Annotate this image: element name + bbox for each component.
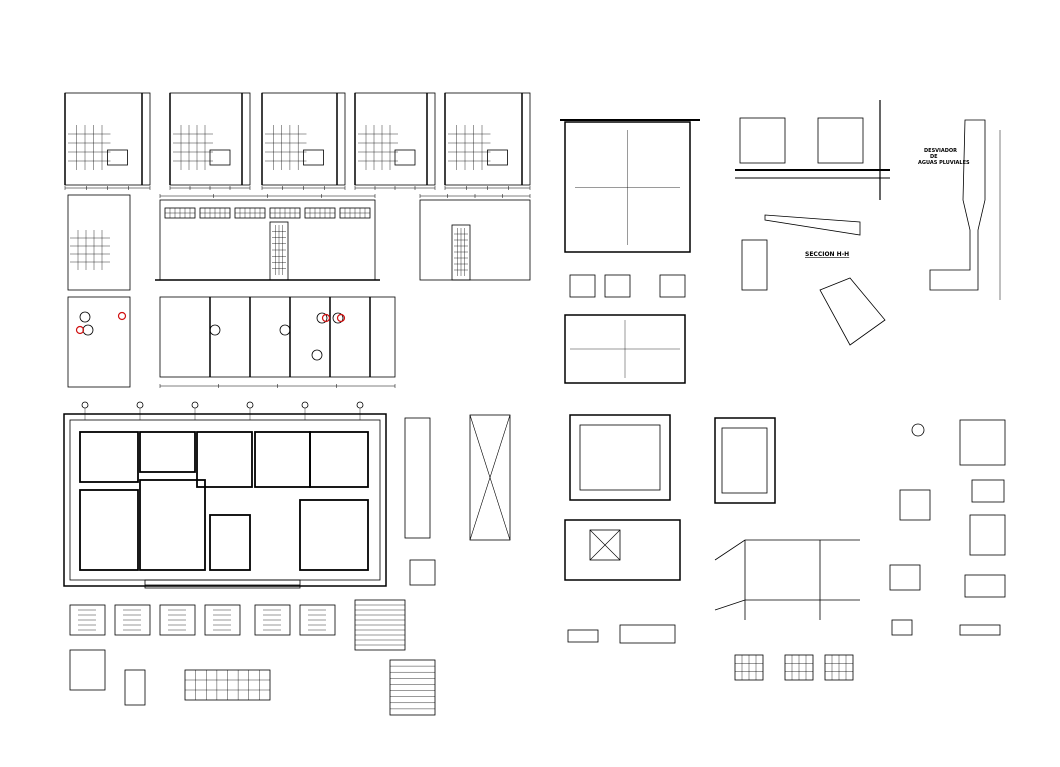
section-hh-label: SECCION H-H (805, 251, 849, 258)
footing-detail (114, 604, 151, 636)
rotoplas-tank (817, 117, 864, 164)
toilet-icon (209, 324, 221, 336)
diverter-label-3: AGUAS PLUVIALES (918, 160, 970, 166)
toilet-icon (332, 312, 344, 324)
fixture (107, 149, 128, 166)
room (139, 431, 196, 473)
bathroom-elevation (261, 92, 346, 186)
bathroom-elevation (444, 92, 531, 186)
column-detail (124, 669, 146, 706)
axis-bubble (246, 401, 254, 409)
tank-detail (659, 274, 686, 298)
hatch (589, 529, 621, 561)
fixture (487, 149, 508, 166)
room (79, 489, 139, 571)
detail (971, 479, 1005, 503)
detail (891, 619, 913, 636)
detail (959, 624, 1001, 636)
room (196, 431, 253, 488)
tank-detail (569, 274, 596, 298)
axis-bubble (356, 401, 364, 409)
notes-table (389, 659, 436, 716)
detail (409, 559, 436, 586)
footing-detail (204, 604, 241, 636)
room (309, 431, 369, 488)
wall-section (469, 414, 511, 541)
red-marker (117, 311, 127, 321)
detail (567, 629, 599, 643)
fixture (394, 149, 416, 166)
box-detail (899, 489, 931, 521)
toilet-icon (82, 324, 94, 336)
axis-bubble (81, 401, 89, 409)
cistern-plan (564, 519, 681, 581)
pipe-detail (714, 539, 860, 620)
diverter-label-2: DE (930, 154, 938, 160)
bathroom-elevation (169, 92, 251, 186)
toilet-icon (316, 312, 328, 324)
room (139, 479, 206, 571)
tank-detail (604, 274, 631, 298)
footing-detail (69, 649, 106, 691)
bathroom-elevation (354, 92, 436, 186)
room (299, 499, 369, 571)
fixture (209, 149, 231, 166)
step (144, 579, 301, 589)
tank-section (564, 121, 691, 253)
door (451, 224, 471, 281)
fixture (303, 149, 324, 166)
detail (619, 624, 676, 644)
axis-bubble (301, 401, 309, 409)
room (254, 431, 311, 488)
red-marker (75, 325, 85, 335)
bathroom-elevation (64, 92, 151, 186)
cad-line (469, 414, 511, 541)
toilet-icon (311, 349, 323, 361)
floor-plan-border (63, 413, 387, 587)
rotoplas-tank (739, 117, 786, 164)
toilet-icon (79, 311, 91, 323)
footing-detail (299, 604, 336, 636)
room (79, 431, 139, 483)
diverter-label-1: DESVIADOR (924, 148, 957, 154)
detail-circle (911, 423, 925, 437)
chamber-inner (721, 427, 768, 494)
room (209, 514, 251, 571)
stair-section (764, 214, 861, 236)
cistern-inner (579, 424, 661, 491)
footing-detail (159, 604, 196, 636)
elevation (67, 194, 131, 291)
footing-detail (69, 604, 106, 636)
chamber-section (714, 417, 776, 504)
footing-detail (254, 604, 291, 636)
red-marker (336, 313, 346, 323)
toilet-icon (279, 324, 291, 336)
ladder (741, 239, 768, 291)
wall-section (404, 417, 431, 539)
box-detail (959, 419, 1006, 466)
tank-plan (564, 314, 686, 384)
axis-bubble (136, 401, 144, 409)
detail (964, 574, 1006, 598)
bathroom-plan-long (159, 296, 396, 378)
axis-bubble (191, 401, 199, 409)
red-marker (321, 313, 331, 323)
hopper (819, 277, 886, 346)
bathroom-elevation-long (159, 199, 376, 281)
cistern-section (569, 414, 671, 501)
bathroom-plan (67, 296, 131, 388)
box-detail (969, 514, 1006, 556)
elevation (419, 199, 531, 281)
cad-line (589, 529, 621, 561)
detail (889, 564, 921, 591)
rainwater-diverter (929, 119, 986, 291)
